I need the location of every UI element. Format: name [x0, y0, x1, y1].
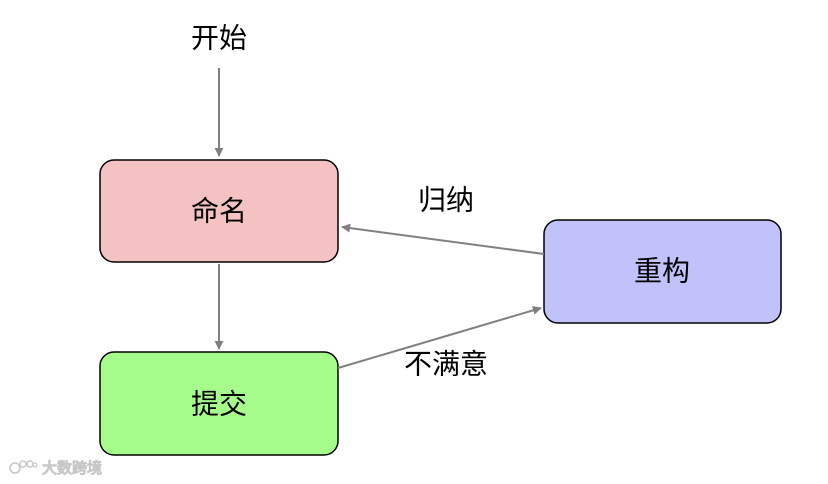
edge-commit-to-refactor [337, 305, 542, 369]
node-refactor: 重构 [543, 219, 782, 324]
edge-label-generalize: 归纳 [418, 184, 474, 217]
node-naming-label: 命名 [191, 195, 247, 228]
node-commit-box [99, 351, 339, 456]
node-naming-box [99, 159, 339, 263]
node-commit-label: 提交 [191, 388, 247, 421]
node-naming: 命名 [99, 159, 339, 263]
watermark: 大数跨境 [8, 456, 102, 478]
edge-label-dissatisfied: 不满意 [404, 348, 488, 381]
start-label: 开始 [191, 22, 247, 55]
node-refactor-box [543, 219, 782, 324]
edge-refactor-to-naming [341, 223, 545, 255]
node-commit: 提交 [99, 351, 339, 456]
node-refactor-label: 重构 [634, 255, 690, 288]
camera-logo-icon [9, 460, 38, 474]
watermark-text: 大数跨境 [42, 458, 103, 477]
